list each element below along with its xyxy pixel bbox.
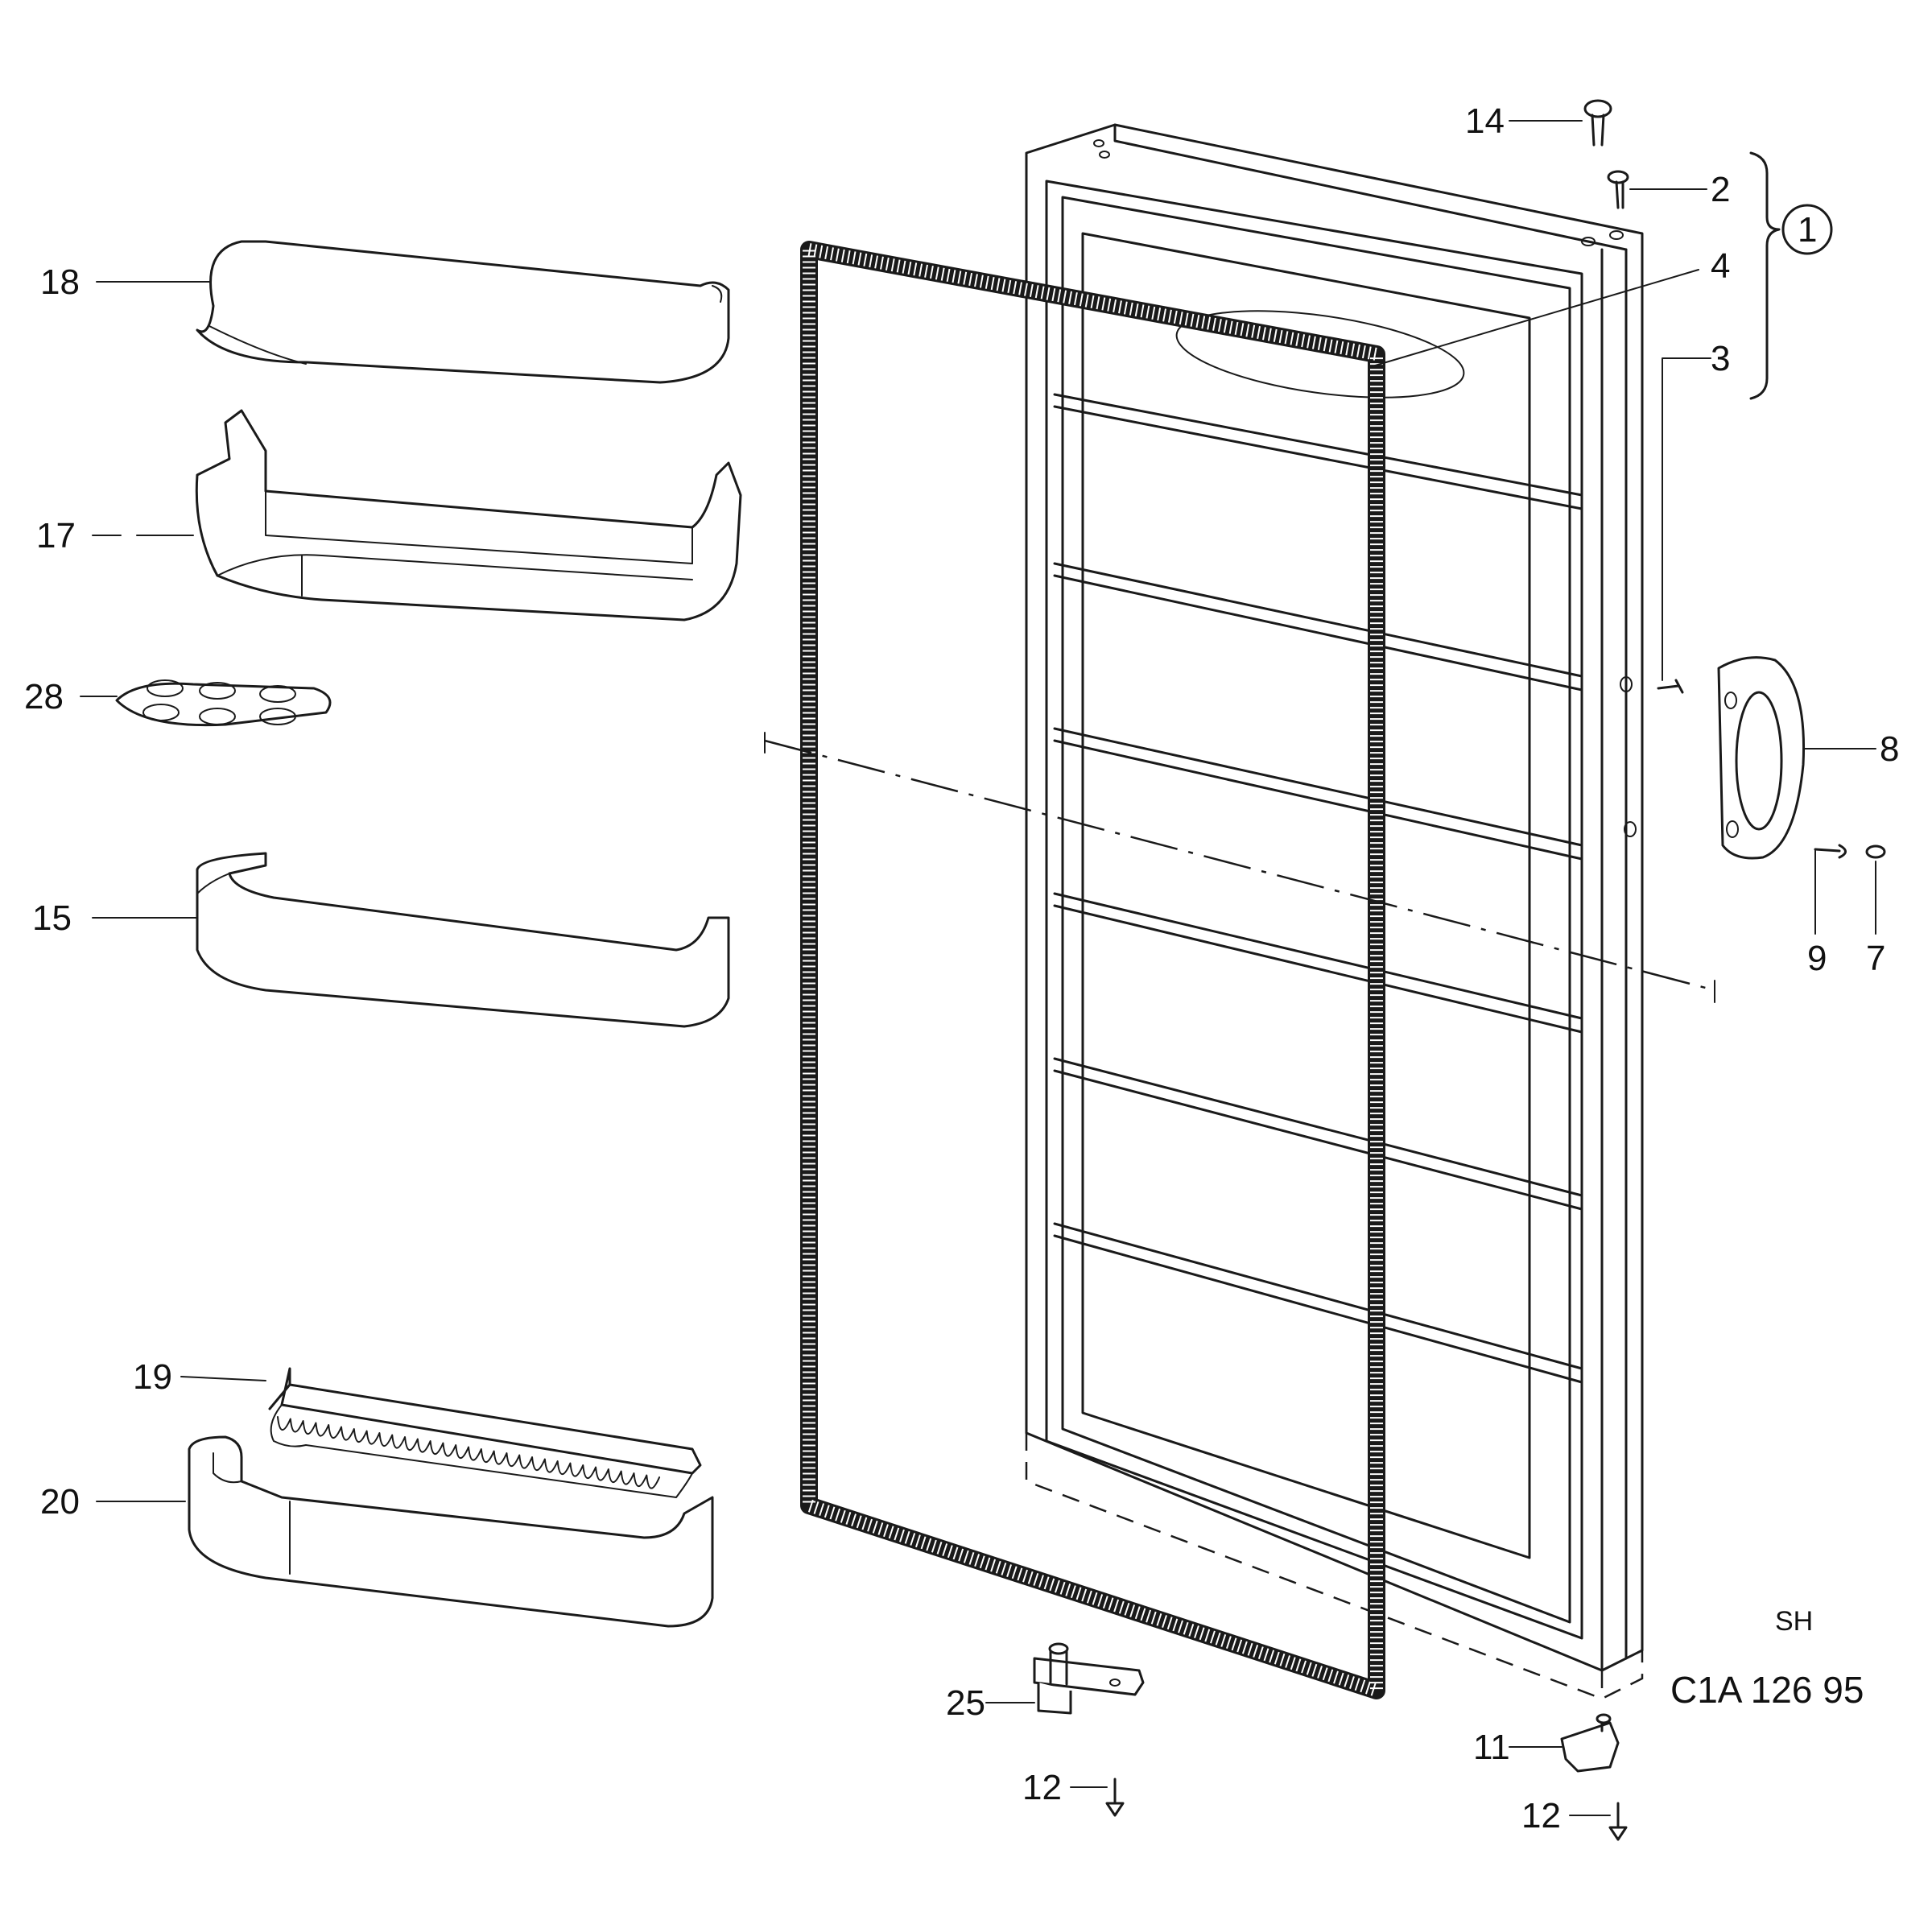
callout-4: 4	[1711, 246, 1730, 286]
callout-17: 17	[36, 516, 76, 555]
callout-14: 14	[1465, 101, 1505, 141]
callout-12-right: 12	[1521, 1796, 1561, 1835]
dairy-cover	[196, 240, 730, 384]
assembly-label: 1	[1798, 210, 1817, 250]
callout-3: 3	[1711, 339, 1730, 378]
hinge-pin	[1583, 99, 1612, 147]
door-gasket	[800, 241, 1385, 1699]
callout-19: 19	[133, 1357, 172, 1397]
drawing-mark: SH	[1775, 1606, 1813, 1637]
bottom-hinge	[1033, 1642, 1145, 1715]
axis-line	[764, 739, 1715, 992]
callout-25: 25	[946, 1683, 985, 1723]
assembly-bracket	[1749, 151, 1781, 400]
screw-left	[1105, 1778, 1125, 1817]
door-shelf-upper	[195, 409, 742, 621]
hinge-cover	[1560, 1713, 1620, 1773]
egg-tray	[115, 679, 332, 727]
door-handle	[1717, 656, 1806, 860]
callout-12-left: 12	[1022, 1768, 1062, 1807]
screw	[1814, 844, 1847, 859]
pin	[1607, 170, 1629, 209]
bottle-rack	[268, 1367, 702, 1498]
assembly-marker	[1781, 204, 1833, 255]
door-body	[1025, 123, 1644, 1700]
leader-lines	[80, 120, 1876, 1816]
callout-9: 9	[1807, 939, 1827, 978]
callout-7: 7	[1866, 939, 1885, 978]
axis-line-cap	[764, 732, 1715, 1003]
callout-20: 20	[40, 1482, 80, 1522]
screw-right	[1608, 1802, 1628, 1841]
callout-11: 11	[1473, 1728, 1510, 1767]
bottle-shelf	[188, 1435, 714, 1628]
callout-2: 2	[1711, 170, 1730, 209]
callout-8: 8	[1880, 729, 1899, 769]
callout-15: 15	[32, 898, 72, 938]
callout-18: 18	[40, 262, 80, 302]
callout-28: 28	[24, 677, 64, 716]
door-shelf-middle	[196, 852, 730, 1028]
drawing-code: C1A 126 95	[1670, 1669, 1864, 1711]
screw	[1657, 679, 1684, 694]
cap	[1865, 844, 1886, 859]
